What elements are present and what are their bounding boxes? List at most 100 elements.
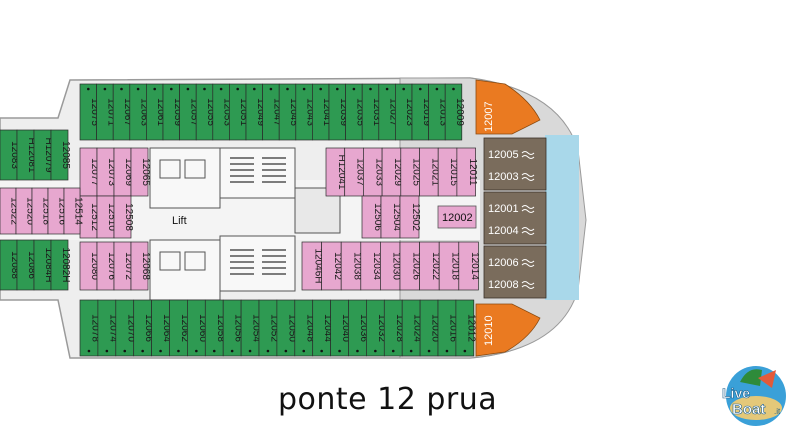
green-bottom-cabin-12078[interactable]: 12078 (79, 299, 100, 357)
green-bottom-cabin-12050[interactable]: 12050 (276, 299, 297, 357)
cabin-12010[interactable] (475, 303, 541, 357)
left-green-top-cabin-12085[interactable]: 12085 (50, 129, 71, 181)
suite-block-bottom[interactable] (483, 245, 547, 299)
green-bottom-cabin-12048[interactable]: 12048 (294, 299, 315, 357)
cabin-12061-label: 12061 (155, 98, 166, 126)
cabin-12014-label: 12014 (469, 252, 480, 280)
green-bottom-cabin-12058[interactable]: 12058 (204, 299, 226, 357)
cabin-12058-marker (212, 349, 216, 353)
green-bottom-cabin-12064[interactable]: 12064 (151, 299, 172, 357)
green-bottom-cabin-12024[interactable]: 12024 (401, 299, 423, 357)
cabin-12019-marker (419, 87, 422, 91)
green-top-cabin-12053[interactable]: 12053 (212, 83, 233, 141)
cabin-12011-box[interactable] (456, 147, 476, 197)
cabin-12051-marker (236, 87, 239, 91)
green-bottom-cabin-12020[interactable]: 12020 (419, 299, 441, 357)
pink-mid-cabin-12502[interactable]: 12502 (399, 195, 421, 239)
pink-bottom-cabin-12034[interactable]: 12034 (360, 241, 382, 291)
green-top-cabin-12067[interactable]: 12067 (112, 83, 133, 141)
green-bottom-cabin-12044[interactable]: 12044 (312, 299, 333, 357)
green-bottom-cabin-12052[interactable]: 12052 (258, 299, 279, 357)
green-top-cabin-12027[interactable]: 12027 (378, 83, 399, 141)
cabin-12020-marker (427, 349, 431, 353)
cabin-12041-label: 12041 (321, 98, 332, 126)
cabin-12014-box[interactable] (458, 241, 479, 291)
cabin-12088-label: 12088 (9, 251, 20, 279)
green-top-cabin-12009[interactable]: 12009 (444, 83, 465, 141)
pink-top-cabin-12015[interactable]: 12015 (437, 147, 459, 197)
pink-bottom-cabin-12030[interactable]: 12030 (380, 241, 402, 291)
green-bottom-cabin-12074[interactable]: 12074 (97, 299, 118, 357)
green-bottom-cabin-12066[interactable]: 12066 (133, 299, 154, 357)
cabin-12065-box[interactable] (130, 147, 149, 197)
cabin-12027-label: 12027 (388, 98, 399, 126)
green-bottom-cabin-12028[interactable]: 12028 (383, 299, 405, 357)
cabin-12059-marker (170, 87, 173, 91)
pink-bottom-cabin-12014[interactable]: 12014 (458, 241, 480, 291)
left-green-bottom-cabin-12084H[interactable]: 12084H (33, 239, 54, 291)
cabin-12022-label: 12022 (430, 252, 441, 280)
pink-mid-cabin-12506[interactable]: 12506 (361, 195, 383, 239)
cabin-12047-label: 12047 (271, 98, 282, 126)
pink-top-cabin-12033[interactable]: 12033 (363, 147, 384, 197)
pink-top-cabin-12025[interactable]: 12025 (400, 147, 422, 197)
green-top-cabin-12047[interactable]: 12047 (262, 83, 283, 141)
cabin-12044-label: 12044 (322, 314, 333, 342)
pink-top-cabin-H12041[interactable]: H12041 (325, 147, 347, 197)
pink-bottom-cabin-12026[interactable]: 12026 (399, 241, 421, 291)
green-top-cabin-12039[interactable]: 12039 (328, 83, 349, 141)
green-top-cabin-12045[interactable]: 12045 (278, 83, 299, 141)
green-bottom-cabin-12016[interactable]: 12016 (437, 299, 458, 357)
green-bottom-cabin-12040[interactable]: 12040 (330, 299, 351, 357)
cabin-12056-label: 12056 (233, 314, 244, 342)
green-bottom-cabin-12062[interactable]: 12062 (169, 299, 190, 357)
cabin-12018-label: 12018 (450, 252, 461, 280)
pink-top-cabin-12037[interactable]: 12037 (344, 147, 366, 197)
green-bottom-cabin-12070[interactable]: 12070 (115, 299, 136, 357)
suite-block-top[interactable] (483, 137, 547, 191)
green-bottom-cabin-12060[interactable]: 12060 (187, 299, 208, 357)
left-green-bottom-cabin-12082H[interactable]: 12082H (50, 239, 71, 291)
cabin-12068-box[interactable] (130, 241, 149, 291)
pink-bottom-cabin-12038[interactable]: 12038 (340, 241, 363, 291)
pink-bottom-cabin-12018[interactable]: 12018 (438, 241, 461, 291)
cabin-12514-box[interactable] (63, 187, 81, 235)
pink-bottom-cabin-12046H[interactable]: 12046H (301, 241, 323, 291)
green-bottom-cabin-12054[interactable]: 12054 (240, 299, 262, 357)
green-top-cabin-12051[interactable]: 12051 (229, 83, 249, 141)
cabin-12009-box[interactable] (444, 83, 463, 141)
cabin-12508-box[interactable] (113, 195, 132, 239)
pink-mid-cabin-12504[interactable]: 12504 (380, 195, 402, 239)
left-pink-cabin-12514[interactable]: 12514 (63, 187, 84, 235)
pink-top-cabin-12065[interactable]: 12065 (130, 147, 151, 197)
cabin-12060-marker (195, 349, 198, 353)
green-top-cabin-12019[interactable]: 12019 (411, 83, 432, 141)
pink-top-cabin-12021[interactable]: 12021 (419, 147, 441, 197)
cabin-12508-label: 12508 (123, 203, 134, 231)
whirlpool-icon (521, 259, 535, 267)
green-bottom-cabin-12036[interactable]: 12036 (348, 299, 369, 357)
suite-block-mid[interactable] (483, 191, 547, 245)
cabin-12059-label: 12059 (172, 98, 183, 126)
cabin-12012-box[interactable] (455, 299, 475, 357)
pink-bottom-cabin-12068[interactable]: 12068 (130, 241, 151, 291)
cabin-12011-label: 12011 (467, 158, 478, 186)
green-bottom-cabin-12012[interactable]: 12012 (455, 299, 476, 357)
pink-top-cabin-12029[interactable]: 12029 (381, 147, 403, 197)
green-bottom-cabin-12056[interactable]: 12056 (222, 299, 244, 357)
cabin-12084H-label: 12084H (43, 247, 54, 282)
lift-label: Lift (172, 215, 187, 227)
suite-12003-label: 12003 (488, 171, 519, 183)
pink-bottom-cabin-12022[interactable]: 12022 (419, 241, 441, 291)
cabin-12028-marker (391, 349, 395, 353)
cabin-12002[interactable] (437, 205, 477, 229)
cabin-12085-box[interactable] (50, 129, 69, 181)
cabin-12082H-box[interactable] (50, 239, 69, 291)
cabin-12007[interactable] (475, 79, 541, 135)
pink-top-cabin-12011[interactable]: 12011 (456, 147, 478, 197)
pink-bottom-cabin-12042[interactable]: 12042 (321, 241, 343, 291)
green-bottom-cabin-12032[interactable]: 12032 (366, 299, 387, 357)
cabin-12502-box[interactable] (399, 195, 420, 239)
pink-mid-cabin-12508[interactable]: 12508 (113, 195, 134, 239)
